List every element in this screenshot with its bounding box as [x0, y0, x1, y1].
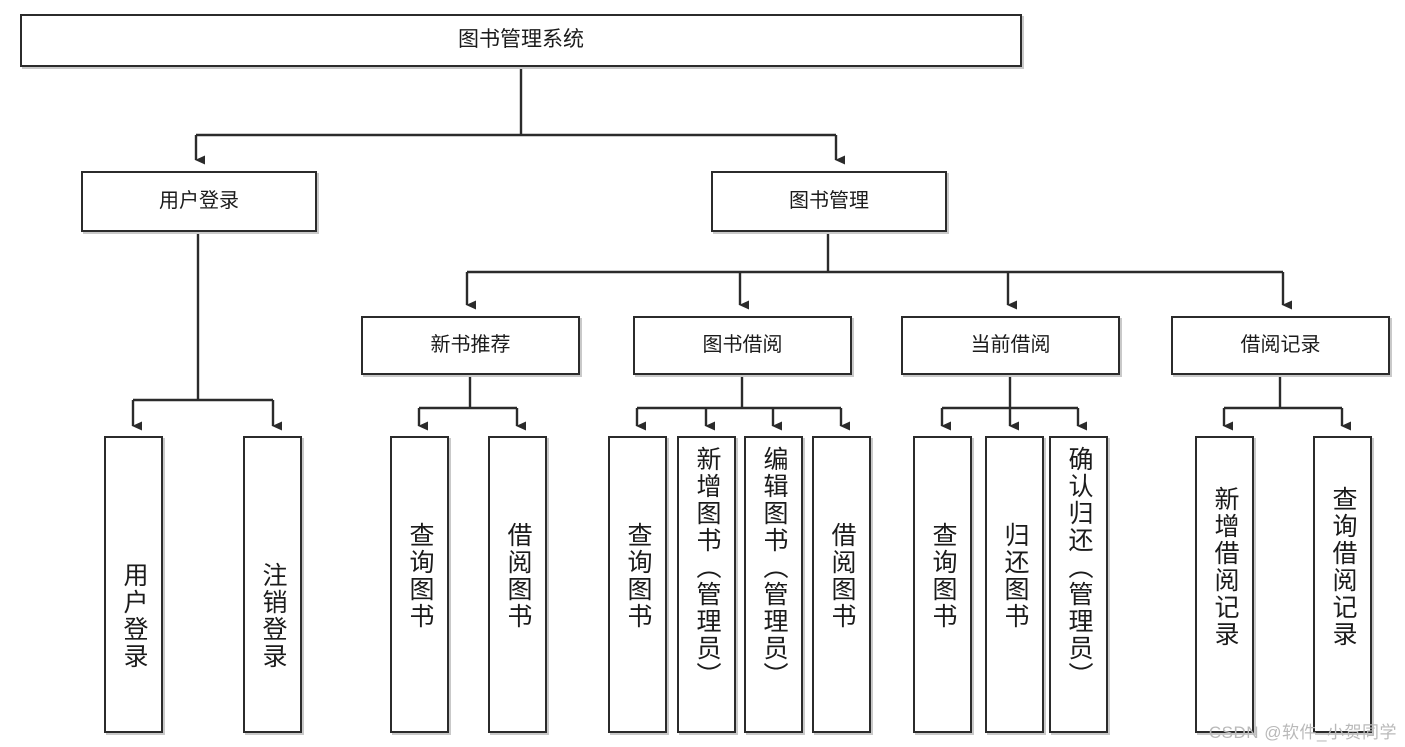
node-label: 编辑图书（管理员）: [760, 446, 788, 689]
node-label: 图书管理: [789, 189, 869, 212]
leaf-borrow-book-recommend[interactable]: 借阅图书: [488, 436, 547, 733]
node-label: 新增图书（管理员）: [693, 446, 721, 689]
node-label: 确认归还（管理员）: [1065, 446, 1093, 689]
node-label: 图书借阅: [702, 333, 783, 356]
leaf-user-login[interactable]: 用户登录: [104, 436, 163, 733]
node-root-book-management-system[interactable]: 图书管理系统: [20, 14, 1022, 67]
node-label: 新增借阅记录: [1211, 486, 1239, 648]
leaf-user-logout[interactable]: 注销登录: [243, 436, 302, 733]
node-label: 查询图书: [406, 522, 434, 630]
node-label: 查询借阅记录: [1329, 486, 1357, 648]
leaf-search-borrow-record[interactable]: 查询借阅记录: [1313, 436, 1372, 733]
node-label: 注销登录: [259, 562, 287, 670]
leaf-add-book-admin[interactable]: 新增图书（管理员）: [677, 436, 736, 733]
node-book-borrow[interactable]: 图书借阅: [633, 316, 852, 375]
node-label: 当前借阅: [970, 333, 1051, 356]
node-label: 借阅记录: [1240, 333, 1321, 356]
node-borrow-record[interactable]: 借阅记录: [1171, 316, 1390, 375]
node-user-login[interactable]: 用户登录: [81, 171, 317, 232]
node-label: 查询图书: [929, 522, 957, 630]
leaf-return-book[interactable]: 归还图书: [985, 436, 1044, 733]
node-book-management[interactable]: 图书管理: [711, 171, 947, 232]
node-label: 图书管理系统: [458, 28, 584, 52]
node-label: 借阅图书: [504, 522, 532, 630]
leaf-confirm-return-admin[interactable]: 确认归还（管理员）: [1049, 436, 1108, 733]
leaf-edit-book-admin[interactable]: 编辑图书（管理员）: [744, 436, 803, 733]
leaf-borrow-book[interactable]: 借阅图书: [812, 436, 871, 733]
node-label: 用户登录: [120, 562, 148, 670]
node-label: 新书推荐: [430, 333, 511, 356]
node-label: 用户登录: [159, 189, 239, 212]
node-label: 归还图书: [1001, 522, 1029, 630]
watermark: CSDN @软件_小贺同学: [1208, 723, 1397, 742]
leaf-search-book-borrow[interactable]: 查询图书: [608, 436, 667, 733]
leaf-search-book-current[interactable]: 查询图书: [913, 436, 972, 733]
leaf-add-borrow-record[interactable]: 新增借阅记录: [1195, 436, 1254, 733]
node-label: 借阅图书: [828, 522, 856, 630]
node-label: 查询图书: [624, 522, 652, 630]
node-new-book-recommend[interactable]: 新书推荐: [361, 316, 580, 375]
node-current-borrow[interactable]: 当前借阅: [901, 316, 1120, 375]
leaf-search-book-recommend[interactable]: 查询图书: [390, 436, 449, 733]
